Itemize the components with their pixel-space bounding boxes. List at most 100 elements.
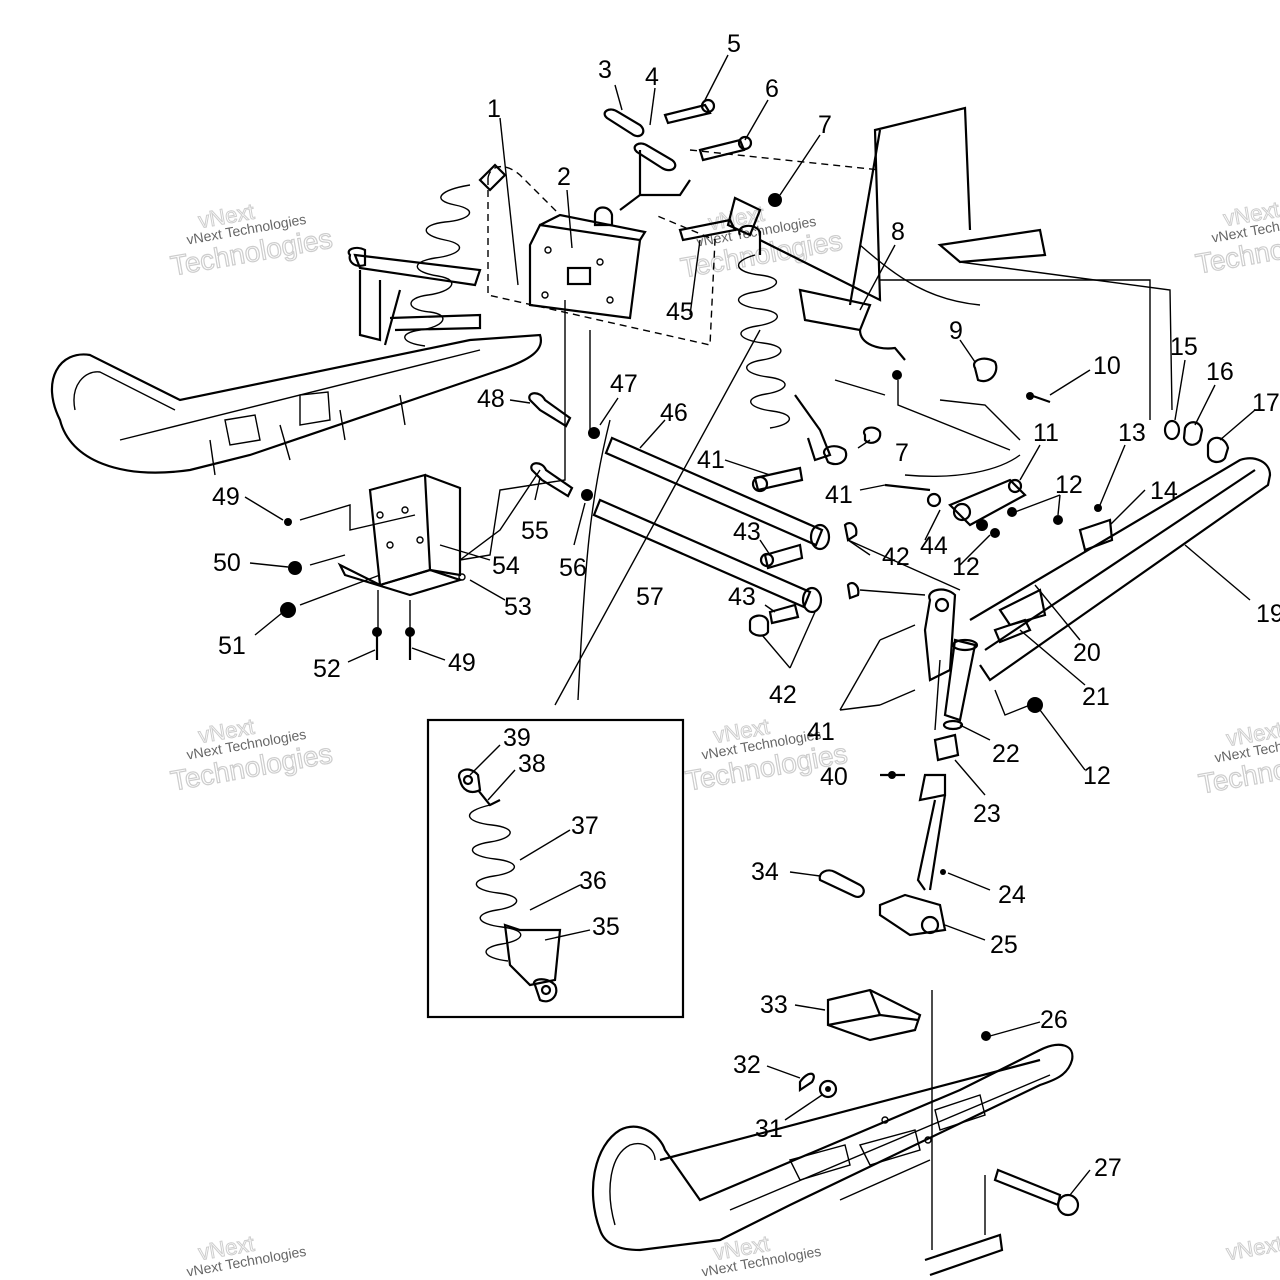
watermark-mid-right: vNext vNext Technologies Technologies [1196,716,1280,800]
callout-37: 37 [571,812,599,840]
callout-56: 56 [559,554,587,582]
callout-46: 46 [660,399,688,427]
bolt-part-5 [663,103,712,125]
watermark-bottom-right: vNext [1224,1230,1280,1265]
callout-7-top: 7 [818,111,832,139]
callout-44: 44 [920,532,948,560]
left-shock [347,163,507,347]
callout-3: 3 [598,56,612,84]
callout-21: 21 [1082,683,1110,711]
callout-15: 15 [1170,333,1198,361]
right-side-hardware [1078,419,1230,552]
nut-part-7-lower [862,426,882,444]
callout-12-middle: 12 [952,553,980,581]
washer-part-22 [942,719,964,731]
callout-41-middle: 41 [825,481,853,509]
left-ski [50,333,543,476]
callout-9: 9 [949,317,963,345]
watermark-brand: vNext [1224,1231,1280,1265]
watermark-bottom-center: vNext vNext Technologies [700,1230,822,1279]
linkage-part-8 [798,288,1051,404]
shock-detail-inset [426,718,685,1019]
bolt-part-6 [698,138,746,162]
frame-bulkhead [487,106,1173,411]
callout-22: 22 [992,740,1020,768]
callout-31: 31 [755,1115,783,1143]
nut-part-12-low [1027,697,1043,713]
callout-11: 11 [1033,419,1059,447]
callout-1: 1 [487,95,501,123]
callout-38: 38 [518,750,546,778]
watermark-top-right: vNext vNext Technologies Technologies [1193,196,1280,280]
right-shock [738,224,882,493]
callout-52: 52 [313,655,341,683]
bolt-part-27 [993,1168,1062,1207]
callout-35: 35 [592,913,620,941]
callout-19: 19 [1256,600,1280,628]
spindle-column [818,588,1043,937]
part-callouts: 1 2 3 4 5 6 7 8 9 10 11 12 13 14 15 16 1… [212,30,1280,1182]
radius-rods [592,436,860,637]
callout-42-upper: 42 [882,543,910,571]
callout-57: 57 [636,583,664,611]
right-shock-spring [738,254,791,429]
radius-rod-part-46 [604,436,824,547]
ski-bracket-part-54 [280,473,466,660]
callout-41-lower: 41 [807,718,835,746]
rod-end-part-55 [530,462,574,498]
nut-part-47 [588,427,600,439]
callout-49-upper: 49 [212,483,240,511]
callout-53: 53 [504,593,532,621]
right-ski [591,1043,1080,1277]
bracket-part-20 [998,588,1047,627]
callout-2: 2 [557,163,571,191]
watermark-top-left: vNext vNext Technologies Technologies [168,198,336,282]
spindle-bracket [884,478,1063,538]
callout-34: 34 [751,858,779,886]
callout-24: 24 [998,881,1026,909]
callout-12-lower: 12 [1083,762,1111,790]
spacer-part-3 [603,108,645,138]
spacer-part-4 [633,142,677,172]
nut-part-56 [581,489,593,501]
callout-43-upper: 43 [733,518,761,546]
radius-rod-part-57 [592,498,812,609]
callout-17: 17 [1252,389,1280,417]
callout-16: 16 [1206,358,1234,386]
callout-20: 20 [1073,639,1101,667]
callout-47: 47 [610,370,638,398]
callout-7-lower: 7 [895,439,909,467]
watermark-bottom-left: vNext vNext Technologies [185,1230,307,1279]
pin-part-24 [940,869,946,875]
callout-14: 14 [1150,477,1178,505]
callout-42-lower: 42 [769,681,797,709]
callout-23: 23 [973,800,1001,828]
watermark-group: vNext vNext Technologies Technologies vN… [168,196,1280,1279]
callout-33: 33 [760,991,788,1019]
nut-part-26 [981,1031,991,1041]
rod-ends [528,392,600,501]
callout-54: 54 [492,552,520,580]
left-shock-spring [404,184,471,347]
callout-8: 8 [891,218,905,246]
callout-6: 6 [765,75,779,103]
callout-39: 39 [503,724,531,752]
callout-4: 4 [645,63,659,91]
watermark-mid-left: vNext vNext Technologies Technologies [168,713,336,797]
callout-12-upper: 12 [1055,471,1083,499]
inset-frame [426,718,685,1019]
callout-43-lower: 43 [728,583,756,611]
callout-49-lower: 49 [448,649,476,677]
nut-part-50 [288,561,302,575]
bolt-part-45 [678,218,737,242]
bolt-part-41-upper [753,466,804,492]
callout-48: 48 [477,385,505,413]
callout-51: 51 [218,632,246,660]
bushing-part-23 [933,733,960,762]
callout-50: 50 [213,549,241,577]
nut-part-51 [280,602,296,618]
cotter-pin-part-32 [798,1072,815,1093]
callout-32: 32 [733,1051,761,1079]
callout-13: 13 [1118,419,1146,447]
callout-36: 36 [579,867,607,895]
